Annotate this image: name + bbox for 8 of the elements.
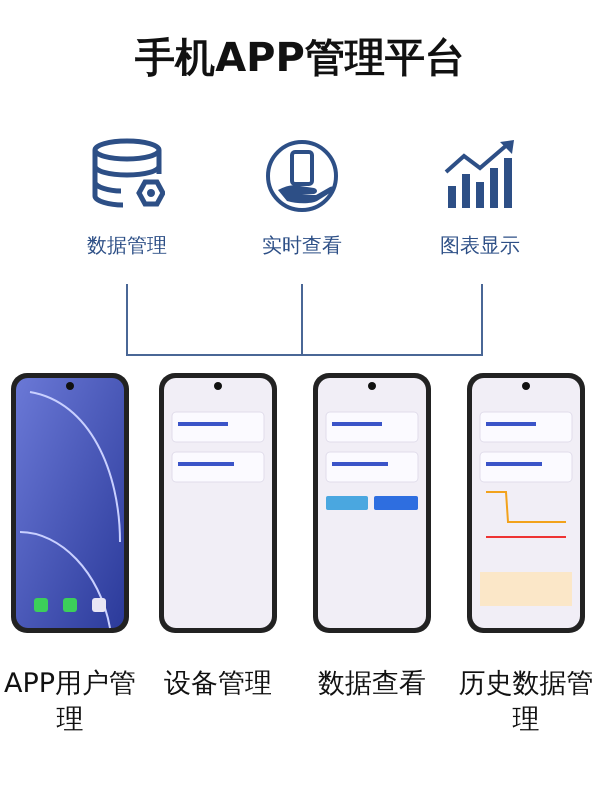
feature-label: 图表显示 <box>439 232 521 259</box>
phone-caption: 设备管理 <box>163 667 273 701</box>
phone-caption: 历史数据管理 <box>458 667 594 737</box>
phone-caption: 数据查看 <box>317 667 427 701</box>
feature-label: 实时查看 <box>261 232 343 259</box>
phone-caption: APP用户管理 <box>2 667 138 737</box>
feature-label: 数据管理 <box>86 232 168 259</box>
title: 手机APP管理平台 <box>134 34 466 83</box>
